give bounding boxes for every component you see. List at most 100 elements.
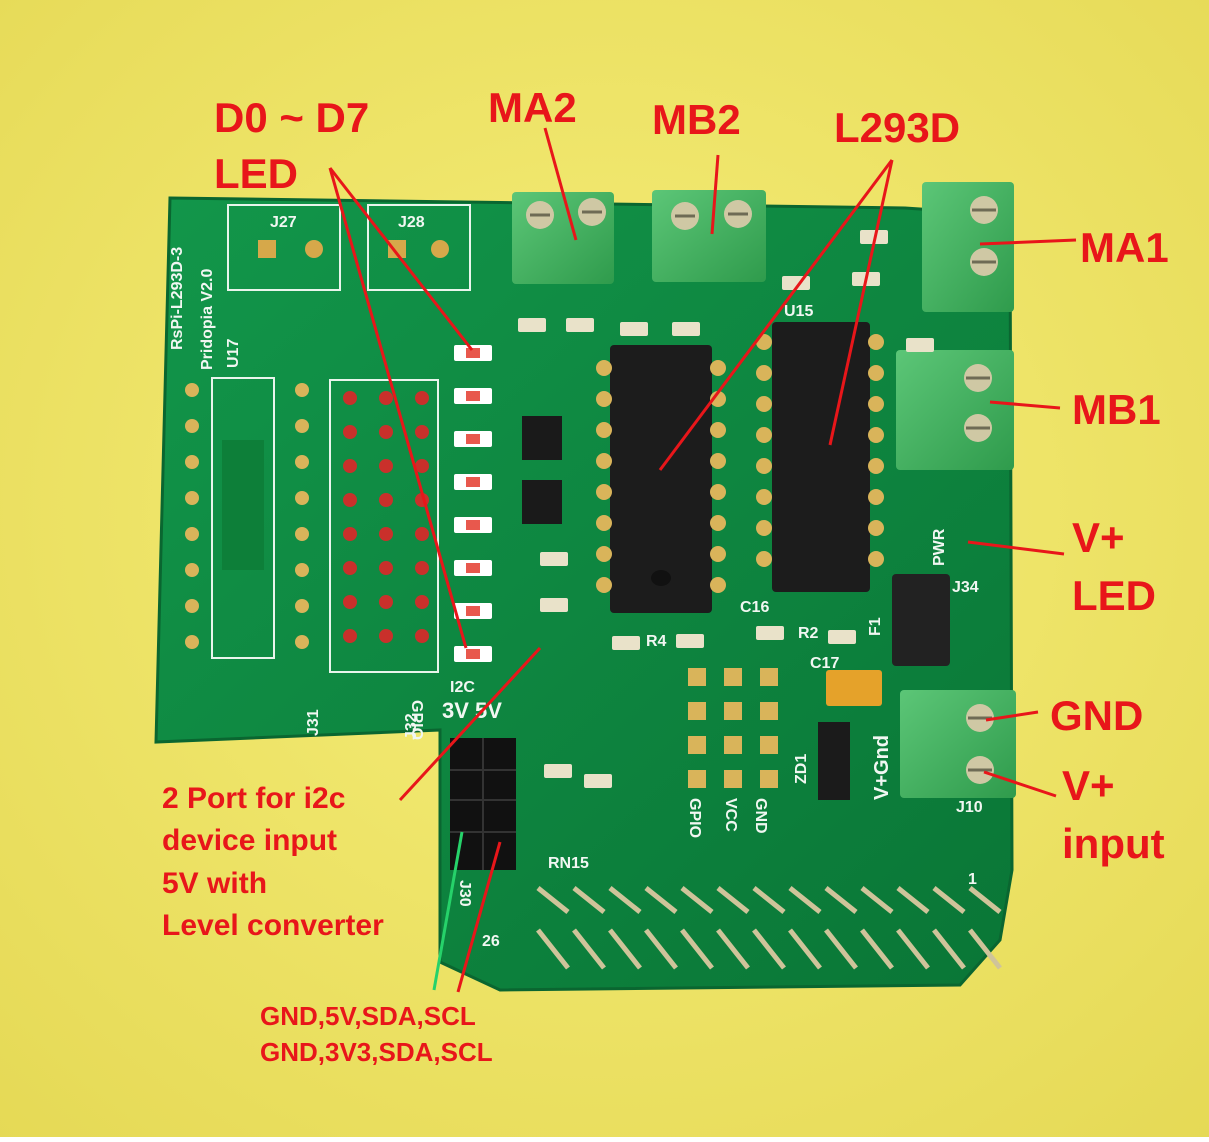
pad-red [415, 425, 429, 439]
pin [824, 886, 858, 914]
pad-red [379, 629, 393, 643]
silk-rn15: RN15 [548, 855, 589, 872]
pad-left-b [295, 491, 309, 505]
header-pad [760, 668, 778, 686]
pin [608, 886, 642, 914]
pin [680, 928, 714, 970]
pin [932, 886, 966, 914]
ic-pin [868, 551, 884, 567]
smd-part [540, 552, 568, 566]
pin [788, 928, 822, 970]
j28-outline [367, 204, 471, 291]
led-die [466, 391, 480, 401]
ic-pin [868, 520, 884, 536]
j27-pad-2 [305, 240, 323, 258]
ic-u14-body [610, 345, 712, 613]
silk-u15: U15 [784, 303, 813, 320]
pin [896, 886, 930, 914]
arrow-mb2 [710, 154, 720, 235]
label-i2c-port-line3: 5V with [162, 867, 268, 900]
ic-pin [596, 453, 612, 469]
arrow-vplus-led [967, 540, 1065, 556]
smd-part [672, 322, 700, 336]
silk-j27: J27 [270, 214, 297, 231]
silk-3v-5v: 3V 5V [442, 698, 502, 723]
led-die [466, 606, 480, 616]
ic-pin [710, 484, 726, 500]
pin [752, 886, 786, 914]
j28-pad-1 [388, 240, 406, 258]
pad-red [343, 425, 357, 439]
j28-pad-2 [431, 240, 449, 258]
pin [788, 886, 822, 914]
pin [536, 886, 570, 914]
ic-pin [756, 427, 772, 443]
pad-left-b [295, 527, 309, 541]
pad-red [343, 391, 357, 405]
pin [608, 928, 642, 970]
pin [932, 928, 966, 970]
arrow-led-d0 [328, 167, 474, 351]
terminal-mb2 [652, 190, 766, 282]
label-vplus-input-line2: input [1062, 820, 1165, 867]
ic-pin [596, 391, 612, 407]
silkscreen: J27 J28 RsPi-L293D-3 Pridopia V2.0 U17 U… [169, 214, 983, 950]
ic-pin [710, 360, 726, 376]
label-ma1: MA1 [1080, 224, 1169, 271]
ic-pin [596, 546, 612, 562]
smd-part [906, 338, 934, 352]
arrow-l293d-u14 [658, 159, 894, 471]
pin [716, 928, 750, 970]
led-die [466, 434, 480, 444]
arrow-led-d7 [328, 167, 468, 649]
ic-pin [868, 396, 884, 412]
smd-part [540, 598, 568, 612]
pad-red [379, 391, 393, 405]
ic-pins [596, 334, 884, 593]
silk-vgnd: V+Gnd [871, 735, 893, 800]
pin [860, 928, 894, 970]
ic-pin [710, 453, 726, 469]
proto-outline [329, 379, 439, 673]
pin [860, 886, 894, 914]
label-mb2: MB2 [652, 96, 741, 143]
ic-pin [710, 422, 726, 438]
terminal-ma1 [922, 182, 1014, 312]
label-gnd: GND [1050, 692, 1144, 739]
silk-zd1: ZD1 [793, 754, 810, 784]
smd-part [756, 626, 784, 640]
silk-vcc-header: VCC [722, 798, 739, 832]
pad-left-a [185, 563, 199, 577]
ic-pin [756, 458, 772, 474]
pin [680, 886, 714, 914]
pad-left-b [295, 419, 309, 433]
ic-u14-notch [651, 570, 671, 586]
header-pad [724, 702, 742, 720]
pad-red [415, 459, 429, 473]
pad-red [343, 459, 357, 473]
pad-red [415, 527, 429, 541]
pad-red [343, 527, 357, 541]
arrow-pinout-5v [432, 831, 464, 991]
pad-red [343, 561, 357, 575]
proto-left-pads [185, 383, 309, 649]
silk-board-name: RsPi-L293D-3 [169, 247, 186, 350]
pad-red [379, 493, 393, 507]
silk-j10: J10 [956, 799, 983, 816]
pin [752, 928, 786, 970]
ic-pin [596, 422, 612, 438]
smd-part [828, 630, 856, 644]
zd1-diode [818, 722, 850, 800]
smd-part [584, 774, 612, 788]
pin [572, 886, 606, 914]
silk-gpio-left: GPIO [408, 700, 425, 740]
ic-pin [756, 551, 772, 567]
arrow-mb1 [989, 400, 1061, 410]
label-vplus-led-line1: V+ [1072, 514, 1125, 561]
pad-red [343, 629, 357, 643]
arrow-vplus-input [983, 770, 1057, 798]
label-d0-d7-led: LED [214, 150, 298, 197]
silk-j34: J34 [952, 579, 979, 596]
silk-pin-1: 1 [968, 871, 977, 888]
